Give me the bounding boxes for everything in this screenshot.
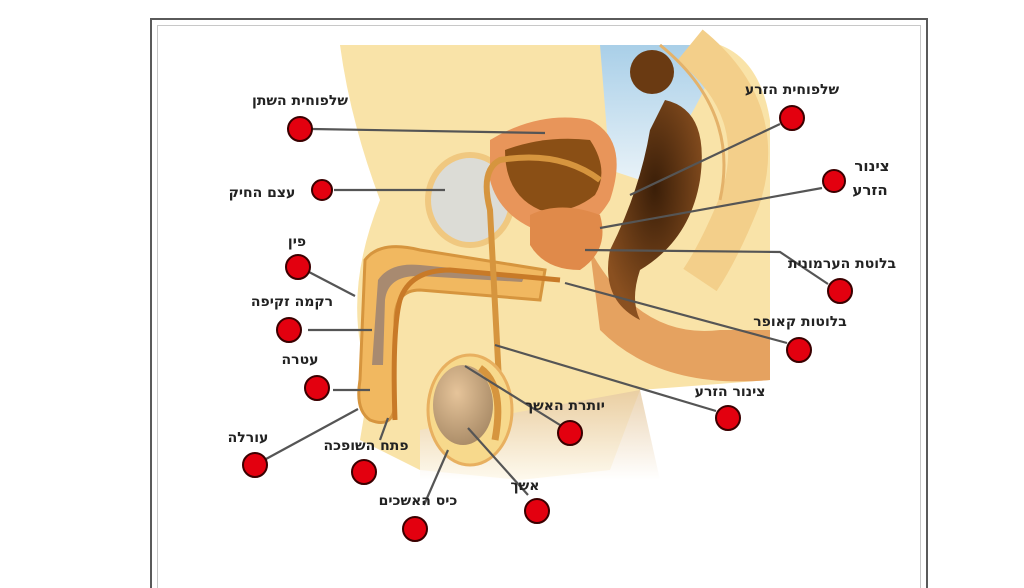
spine	[677, 29, 769, 292]
marker-pubic-bone[interactable]	[311, 179, 333, 201]
epididymis-shape	[477, 365, 502, 441]
label-foreskin: עורלה	[227, 430, 269, 446]
line-seminal-vesicle	[629, 123, 781, 196]
rectum	[608, 100, 702, 320]
marker-glans[interactable]	[304, 375, 330, 401]
label-vas-deferens-upper-line2: הזרע	[852, 181, 888, 199]
label-urethral-opening: פתח השופכה	[323, 438, 409, 454]
label-bladder: שלפוחית השתן	[252, 93, 348, 109]
marker-urethral-opening[interactable]	[351, 459, 377, 485]
marker-testis[interactable]	[524, 498, 550, 524]
line-vas-upper	[599, 186, 823, 230]
label-testis: אשך	[510, 478, 540, 494]
label-prostate: בלוטת הערמונית	[787, 256, 897, 272]
marker-vas-lower[interactable]	[715, 405, 741, 431]
frame-inner-border	[157, 25, 921, 588]
leader-lines	[265, 123, 829, 506]
diagram-frame	[150, 18, 928, 588]
line-vas-lower	[494, 343, 717, 413]
markers	[242, 105, 853, 542]
marker-bladder[interactable]	[287, 116, 313, 142]
colon-opening	[630, 50, 674, 94]
marker-prostate[interactable]	[827, 278, 853, 304]
label-scrotum: כיס האשכים	[378, 493, 458, 509]
label-vas-deferens-lower: צינור הזרע	[694, 384, 766, 400]
marker-seminal-vesicle[interactable]	[779, 105, 805, 131]
spine-outline	[659, 43, 726, 201]
label-penis: פין	[287, 234, 307, 250]
line-foreskin	[265, 408, 359, 460]
marker-vas-upper[interactable]	[822, 169, 846, 193]
label-erectile-tissue: רקמה זקיפה	[250, 294, 334, 310]
label-cowper-glands: בלוטות קאופר	[753, 314, 847, 330]
testis-shape	[433, 365, 493, 445]
label-seminal-vesicle: שלפוחית הזרע	[744, 82, 840, 98]
anatomy-illustration	[242, 29, 853, 542]
line-bladder	[311, 127, 546, 135]
label-vas-deferens-upper-line1: צינור	[854, 157, 890, 175]
line-testis	[467, 427, 529, 496]
pelvic-floor	[590, 250, 770, 382]
marker-foreskin[interactable]	[242, 452, 268, 478]
marker-epididymis[interactable]	[557, 420, 583, 446]
line-urethral-opening	[378, 417, 390, 441]
label-epididymis: יותרת האשך	[525, 398, 605, 414]
line-cowper	[564, 281, 788, 345]
label-glans: עטרה	[281, 352, 319, 368]
vas-deferens-path	[483, 154, 602, 401]
marker-scrotum[interactable]	[402, 516, 428, 542]
marker-erectile[interactable]	[276, 317, 302, 343]
marker-cowper[interactable]	[786, 337, 812, 363]
prostate-shape	[530, 207, 603, 270]
line-scrotum	[422, 449, 450, 506]
marker-penis[interactable]	[285, 254, 311, 280]
line-epididymis	[464, 365, 561, 426]
line-prostate	[584, 248, 829, 285]
label-pubic-bone: עצם החיק	[228, 185, 296, 201]
urethra	[391, 267, 561, 421]
line-penis	[308, 271, 356, 297]
